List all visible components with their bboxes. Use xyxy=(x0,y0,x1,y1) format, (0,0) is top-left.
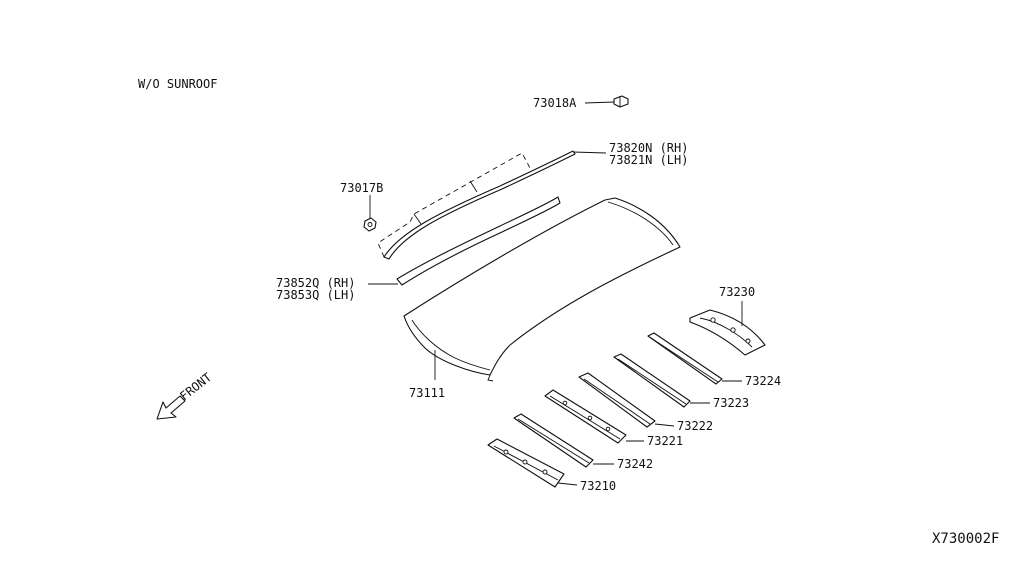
roof-molding-part xyxy=(377,150,576,260)
bow-73223-part xyxy=(613,353,691,408)
rail-73210-part xyxy=(487,438,565,488)
bow-73242-part xyxy=(513,413,594,468)
label-73224: 73224 xyxy=(745,374,781,388)
bow-73224-part xyxy=(647,332,723,385)
label-73242: 73242 xyxy=(617,457,653,471)
label-73018a: 73018A xyxy=(533,96,577,110)
variant-note: W/O SUNROOF xyxy=(138,77,217,91)
front-label: FRONT xyxy=(177,370,214,403)
leader-73018a xyxy=(584,101,615,104)
bow-73221-part xyxy=(544,389,627,444)
label-73222: 73222 xyxy=(677,419,713,433)
leader-73210 xyxy=(557,482,578,486)
label-73111: 73111 xyxy=(409,386,445,400)
bow-73222-part xyxy=(578,372,656,428)
label-73853q: 73853Q (LH) xyxy=(276,288,355,302)
clip-73017b-part xyxy=(363,217,377,232)
bow-73230-part xyxy=(689,309,766,356)
clip-73018a-part xyxy=(613,95,629,108)
leader-73222 xyxy=(654,423,675,427)
diagram-code: X730002F xyxy=(932,531,999,547)
weatherstrip-part xyxy=(396,196,561,286)
label-73223: 73223 xyxy=(713,396,749,410)
label-73221: 73221 xyxy=(647,434,683,448)
front-arrow-icon xyxy=(156,395,186,420)
leader-73820n xyxy=(572,151,607,154)
label-73017b: 73017B xyxy=(340,181,383,195)
label-73852q: 73852Q (RH) xyxy=(276,276,355,290)
label-73210: 73210 xyxy=(580,479,616,493)
label-73230: 73230 xyxy=(719,285,755,299)
label-73821n: 73821N (LH) xyxy=(609,153,688,167)
roof-panel-part xyxy=(403,197,681,382)
label-73820n: 73820N (RH) xyxy=(609,141,688,155)
